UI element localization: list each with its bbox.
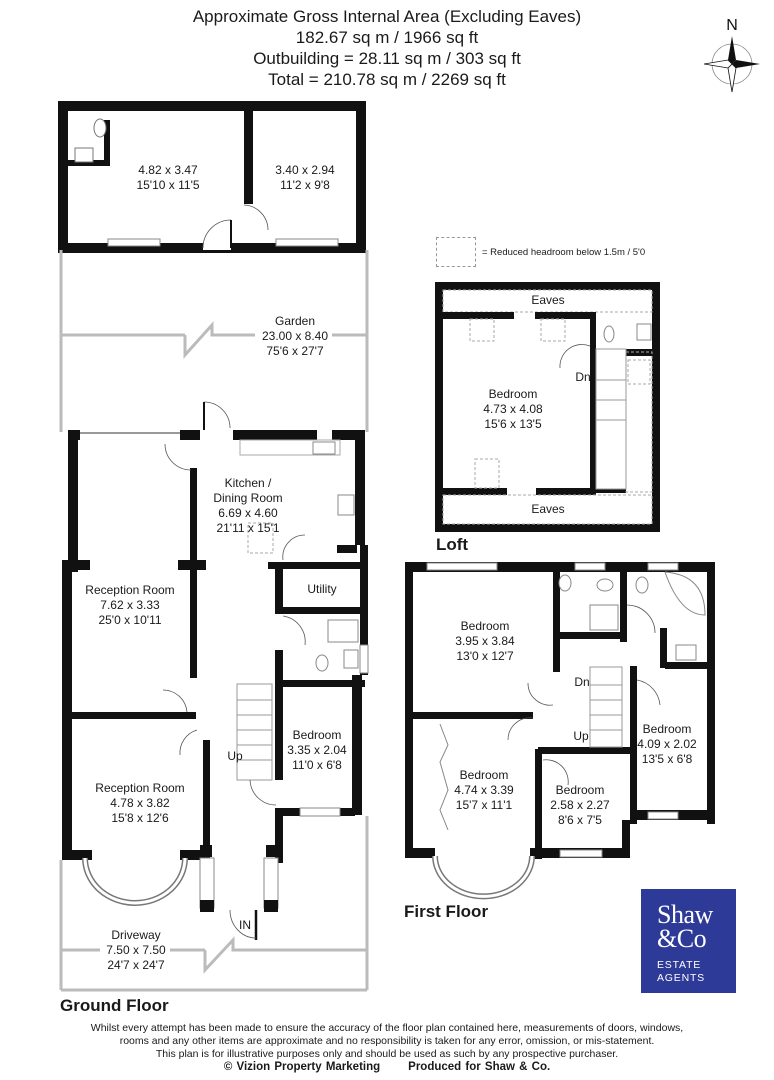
ff-bedroom1-imperial: 13'0 x 12'7 xyxy=(456,649,514,663)
area-total: Total = 210.78 sq m / 2269 sq ft xyxy=(268,70,506,89)
gf-stairs-up: Up xyxy=(227,749,243,763)
reception2-metric: 4.78 x 3.82 xyxy=(110,796,170,810)
ff-bedroom3-imperial: 8'6 x 7'5 xyxy=(558,813,602,827)
ff-bedroom2-imperial: 15'7 x 11'1 xyxy=(456,798,513,812)
loft-title: Loft xyxy=(436,535,469,554)
headroom-legend: = Reduced headroom below 1.5m / 5'0 xyxy=(436,237,645,267)
outbuilding-room1-metric: 4.82 x 3.47 xyxy=(138,163,198,177)
outbuilding-room2-metric: 3.40 x 2.94 xyxy=(275,163,335,177)
kitchen-name1: Kitchen / xyxy=(225,476,272,490)
disclaimer-line1: Whilst every attempt has been made to en… xyxy=(90,1022,684,1034)
garden-metric: 23.00 x 8.40 xyxy=(262,329,328,343)
ff-bedroom2-metric: 4.74 x 3.39 xyxy=(454,783,514,797)
reduced-headroom-swatch xyxy=(436,237,476,267)
outbuilding: 4.82 x 3.47 15'10 x 11'5 3.40 x 2.94 11'… xyxy=(58,101,366,253)
credit-vizion: © Vizion Property Marketing xyxy=(223,1061,381,1073)
kitchen-metric: 6.69 x 4.60 xyxy=(218,506,278,520)
gf-bedroom-metric: 3.35 x 2.04 xyxy=(287,743,347,757)
shaw-co-logo: Shaw &Co ESTATE AGENTS xyxy=(641,889,736,993)
compass-north-label: N xyxy=(726,17,738,34)
loft-bedroom-name: Bedroom xyxy=(489,387,538,401)
credit-shaw: Produced for Shaw & Co. xyxy=(408,1061,551,1073)
kitchen-imperial: 21'11 x 15'1 xyxy=(216,521,279,535)
disclaimer: Whilst every attempt has been made to en… xyxy=(0,1022,774,1074)
outbuilding-room2-imperial: 11'2 x 9'8 xyxy=(280,178,330,192)
reception2-imperial: 15'8 x 12'6 xyxy=(111,811,169,825)
utility-name: Utility xyxy=(307,582,336,596)
disclaimer-line2: rooms and any other items are approximat… xyxy=(119,1035,655,1047)
reception1-imperial: 25'0 x 10'11 xyxy=(98,613,161,627)
kitchen-name2: Dining Room xyxy=(213,491,282,505)
ff-bedroom4-imperial: 13'5 x 6'8 xyxy=(642,752,693,766)
ff-bedroom1-name: Bedroom xyxy=(461,619,510,633)
gf-bedroom-imperial: 11'0 x 6'8 xyxy=(292,758,342,772)
garden: Garden 23.00 x 8.40 75'6 x 27'7 xyxy=(59,250,369,432)
entrance-label: IN xyxy=(239,918,251,932)
ff-stairs-dn: Dn xyxy=(574,675,589,689)
loft-stairs-dn: Dn xyxy=(575,370,590,384)
reception1-metric: 7.62 x 3.33 xyxy=(100,598,160,612)
ff-bedroom4-name: Bedroom xyxy=(643,722,692,736)
driveway-metric: 7.50 x 7.50 xyxy=(106,943,166,957)
logo-line3: ESTATE xyxy=(657,959,702,971)
driveway-imperial: 24'7 x 24'7 xyxy=(107,958,165,972)
area-title: Approximate Gross Internal Area (Excludi… xyxy=(192,7,582,26)
loft-eaves-top: Eaves xyxy=(531,293,564,307)
ground-floor-plan: Kitchen / Dining Room 6.69 x 4.60 21'11 … xyxy=(59,401,369,992)
logo-line1: Shaw xyxy=(657,900,713,929)
ff-bedroom3-metric: 2.58 x 2.27 xyxy=(550,798,610,812)
area-outbuilding: Outbuilding = 28.11 sq m / 303 sq ft xyxy=(253,49,521,68)
legend-label: = Reduced headroom below 1.5m / 5'0 xyxy=(482,246,646,258)
gf-bedroom-name: Bedroom xyxy=(293,728,342,742)
loft-bedroom-metric: 4.73 x 4.08 xyxy=(483,402,543,416)
reception1-name: Reception Room xyxy=(85,583,174,597)
ff-stairs-up: Up xyxy=(573,729,589,743)
reception2-name: Reception Room xyxy=(95,781,184,795)
logo-line4: AGENTS xyxy=(657,972,705,984)
garden-name: Garden xyxy=(275,314,315,328)
loft-plan: Bedroom 4.73 x 4.08 15'6 x 13'5 Eaves Ea… xyxy=(435,282,660,532)
ff-bedroom4-metric: 4.09 x 2.02 xyxy=(637,737,697,751)
area-main: 182.67 sq m / 1966 sq ft xyxy=(295,28,479,47)
first-floor-plan: Bedroom 3.95 x 3.84 13'0 x 12'7 Bedroom … xyxy=(405,562,715,900)
loft-eaves-bottom: Eaves xyxy=(531,502,564,516)
ff-bedroom2-name: Bedroom xyxy=(460,768,509,782)
ff-bedroom1-metric: 3.95 x 3.84 xyxy=(455,634,515,648)
logo-line2: &Co xyxy=(657,924,707,953)
outbuilding-room1-imperial: 15'10 x 11'5 xyxy=(136,178,199,192)
area-summary: Approximate Gross Internal Area (Excludi… xyxy=(0,6,774,90)
first-floor-title: First Floor xyxy=(404,902,489,921)
compass-rose-icon: N xyxy=(703,17,760,93)
driveway-name: Driveway xyxy=(111,928,160,942)
ff-bedroom3-name: Bedroom xyxy=(556,783,605,797)
garden-imperial: 75'6 x 27'7 xyxy=(266,344,324,358)
credits: © Vizion Property Marketing Produced for … xyxy=(0,1061,774,1074)
ground-floor-title: Ground Floor xyxy=(60,996,169,1015)
loft-bedroom-imperial: 15'6 x 13'5 xyxy=(484,417,542,431)
disclaimer-line3: This plan is for illustrative purposes o… xyxy=(155,1048,619,1060)
